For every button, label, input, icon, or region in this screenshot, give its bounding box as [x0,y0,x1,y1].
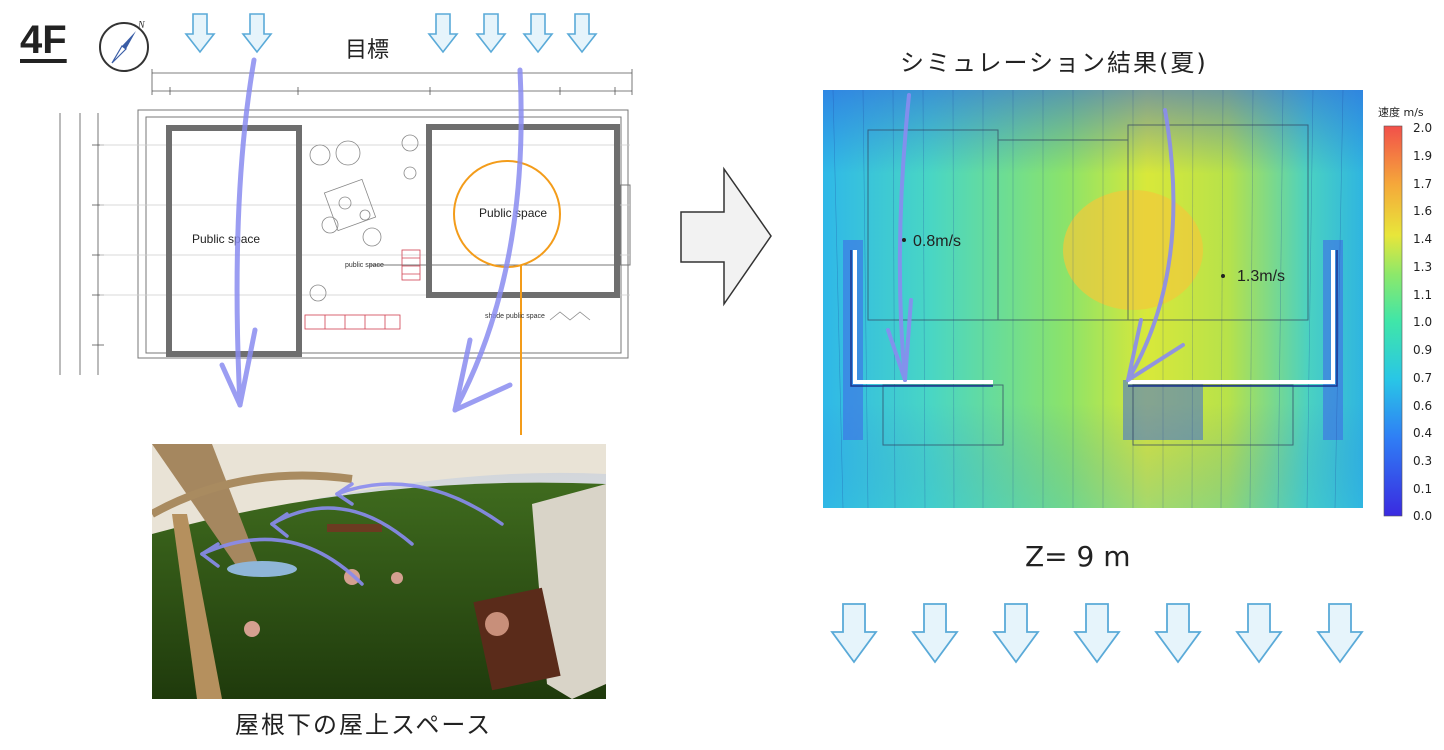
legend-tick: 1.1 [1413,288,1433,302]
public-space-center-label: public space [345,262,384,269]
wind-inflow-arrow-icon [993,603,1039,663]
wind-inflow-arrow-icon [1155,603,1201,663]
legend-tick: 2.0 [1413,121,1433,135]
inflow-arrows-bottom [831,603,1363,663]
simulation-map [823,90,1363,508]
legend-tick: 1.9 [1413,149,1433,163]
speed-high-label: 1.3m/s [1237,268,1286,285]
wind-inflow-arrow-icon [1317,603,1363,663]
legend-tick: 1.6 [1413,204,1433,218]
wind-paths-plan [219,57,524,413]
legend-tick: 0.4 [1413,426,1433,440]
target-label: 目標 [345,38,390,63]
legend-tick: 1.0 [1413,315,1433,329]
legend-tick: 1.3 [1413,260,1433,274]
simulation-title: シミュレーション結果(夏) [900,49,1208,77]
floor-label: 4F [20,18,67,62]
wind-inflow-arrow-icon [912,603,958,663]
wind-inflow-arrow-icon [1074,603,1120,663]
legend-tick: 0.9 [1413,343,1433,357]
legend-tick: 0.0 [1413,509,1433,523]
legend-tick: 0.3 [1413,454,1433,468]
legend-tick: 0.6 [1413,399,1433,413]
svg-text:N: N [137,20,146,31]
legend-tick: 0.1 [1413,482,1433,496]
wind-inflow-arrow-icon [831,603,877,663]
right-arrow-icon [680,166,772,307]
rooftop-photo [152,444,606,699]
speed-low-label: 0.8m/s [913,233,962,250]
legend-tick: 1.4 [1413,232,1433,246]
compass-icon: N [99,20,149,72]
legend-tick: 0.7 [1413,371,1433,385]
photo-caption: 屋根下の屋上スペース [235,711,493,739]
shade-public-space-label: shade public space [485,313,545,320]
height-label: Z= 9 m [1025,540,1131,573]
public-space-left-label: Public space [192,232,261,246]
legend-tick: 1.7 [1413,177,1433,191]
legend-title: 速度 m/s [1378,106,1424,119]
legend-colorbar [1383,125,1403,517]
wind-inflow-arrow-icon [1236,603,1282,663]
